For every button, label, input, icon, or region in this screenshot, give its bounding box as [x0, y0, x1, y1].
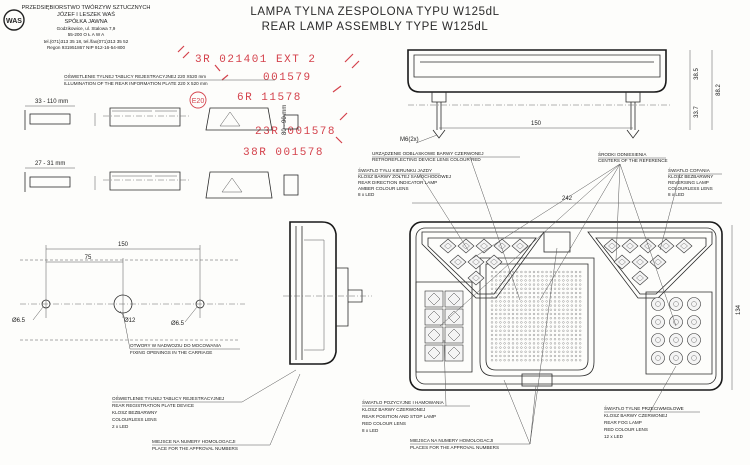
- svg-text:ŚWIATŁO TYLNE PRZECIWMGŁOWE: ŚWIATŁO TYLNE PRZECIWMGŁOWE: [604, 404, 684, 411]
- fog-lamp: [645, 291, 713, 375]
- svg-text:Ø6.5: Ø6.5: [12, 318, 26, 324]
- plate-illumination-views: OŚWIETLENIE TYLNEJ TABLICY REJESTRACYJNE…: [24, 72, 299, 199]
- svg-text:OŚWIETLENIE TYLNEJ TABLICY REJ: OŚWIETLENIE TYLNEJ TABLICY REJESTRACYJNE…: [64, 72, 206, 79]
- svg-text:12 x LED: 12 x LED: [604, 434, 624, 439]
- svg-text:134: 134: [736, 304, 742, 315]
- svg-text:88.2: 88.2: [716, 84, 722, 96]
- mounting-holes-view: 150 75 Ø6.5 Ø12 Ø6.5 OTWORY W NADWOZIU D…: [12, 242, 245, 355]
- svg-text:33.7: 33.7: [694, 106, 700, 118]
- svg-text:150: 150: [531, 121, 542, 127]
- svg-text:8 x LED: 8 x LED: [668, 192, 685, 197]
- svg-text:RED COLOUR LENS: RED COLOUR LENS: [604, 427, 648, 432]
- svg-text:Godzikowice, ul. Stalowa 7,9: Godzikowice, ul. Stalowa 7,9: [57, 26, 116, 31]
- svg-text:REAR FOG LAMP: REAR FOG LAMP: [604, 420, 642, 425]
- svg-text:PLACE FOR THE APPROVAL NUMBERS: PLACE FOR THE APPROVAL NUMBERS: [152, 446, 238, 451]
- svg-text:PLACES FOR THE APPROVAL NUMBER: PLACES FOR THE APPROVAL NUMBERS: [410, 445, 499, 450]
- svg-text:RED COLOUR LENS: RED COLOUR LENS: [362, 421, 406, 426]
- svg-text:8 x LED: 8 x LED: [362, 428, 379, 433]
- reflector-pattern: [490, 270, 582, 362]
- svg-text:REAR POSITION AND STOP LAMP: REAR POSITION AND STOP LAMP: [362, 414, 436, 419]
- svg-text:80 - 90 mm: 80 - 90 mm: [282, 105, 288, 135]
- svg-text:8 x LED: 8 x LED: [358, 192, 375, 197]
- svg-text:2 x LED: 2 x LED: [112, 424, 129, 429]
- top-view: 150 M6(2x) 38.5 88.2 33.7: [400, 49, 722, 144]
- reversing-lamp: [587, 231, 713, 299]
- svg-text:URZĄDZENIE ODBLASKOWE BARWY CZ: URZĄDZENIE ODBLASKOWE BARWY CZERWONEJ: [372, 151, 484, 156]
- svg-text:242: 242: [562, 196, 573, 202]
- company-info: PRZEDSIĘBIORSTWO TWÓRZYW SZTUCZNYCH JÓZE…: [22, 4, 151, 50]
- svg-text:COLOURLESS LENS: COLOURLESS LENS: [112, 417, 157, 422]
- svg-text:Ø12: Ø12: [124, 318, 136, 324]
- svg-text:SPÓŁKA JAWNA: SPÓŁKA JAWNA: [64, 18, 107, 25]
- svg-text:38.5: 38.5: [694, 68, 700, 80]
- svg-text:KLOSZ BARWY ŻÓŁTEJ SAMOCHODOWE: KLOSZ BARWY ŻÓŁTEJ SAMOCHODOWEJ: [358, 173, 451, 179]
- svg-text:23R 001578: 23R 001578: [255, 126, 336, 138]
- svg-text:RETROREFLECTING DEVICE LENS CO: RETROREFLECTING DEVICE LENS COLOUR RED: [372, 157, 481, 162]
- svg-text:OŚWIETLENIE TYLNEJ TABLICY REJ: OŚWIETLENIE TYLNEJ TABLICY REJESTRACYJNE…: [112, 394, 224, 401]
- svg-text:KLOSZ BARWY CZERWONEJ: KLOSZ BARWY CZERWONEJ: [604, 413, 667, 418]
- svg-text:150: 150: [118, 242, 129, 248]
- svg-text:ŚWIATŁO COFANIA: ŚWIATŁO COFANIA: [668, 166, 711, 173]
- svg-text:KLOSZ BARWY CZERWONEJ: KLOSZ BARWY CZERWONEJ: [362, 407, 425, 412]
- svg-text:AMBER COLOUR LENS: AMBER COLOUR LENS: [358, 186, 409, 191]
- title-english: REAR LAMP ASSEMBLY TYPE W125dL: [262, 21, 489, 33]
- svg-text:3R 021401 EXT 2: 3R 021401 EXT 2: [195, 54, 317, 66]
- svg-text:KLOSZ BEZBARWNY: KLOSZ BEZBARWNY: [668, 174, 713, 179]
- svg-text:ILLUMINATION OF THE REAR INFOR: ILLUMINATION OF THE REAR INFORMATION PLA…: [64, 81, 208, 86]
- svg-text:WAS: WAS: [6, 18, 22, 25]
- svg-text:PRZEDSIĘBIORSTWO TWÓRZYW SZTUC: PRZEDSIĘBIORSTWO TWÓRZYW SZTUCZNYCH: [22, 4, 151, 11]
- svg-text:FIXING OPENINGS IN THE CARRIAG: FIXING OPENINGS IN THE CARRIAGE: [130, 350, 212, 355]
- svg-text:38R 001578: 38R 001578: [243, 147, 324, 159]
- svg-text:KLOSZ BEZBARWNY: KLOSZ BEZBARWNY: [112, 410, 157, 415]
- svg-text:REAR REGISTRATION PLATE DEVICE: REAR REGISTRATION PLATE DEVICE: [112, 403, 194, 408]
- svg-text:6R 11578: 6R 11578: [237, 92, 302, 104]
- front-view-lamp: 242 134: [409, 196, 742, 391]
- svg-text:001579: 001579: [263, 72, 312, 84]
- stop-position-lamp: [415, 281, 473, 373]
- svg-text:OTWORY W NADWOZIU DO MOCOWANIA: OTWORY W NADWOZIU DO MOCOWANIA: [130, 343, 222, 348]
- svg-text:ŚWIATŁO TYŁU KIERUNKU JAZDY: ŚWIATŁO TYŁU KIERUNKU JAZDY: [358, 166, 432, 173]
- svg-text:75: 75: [85, 255, 92, 261]
- company-logo: WAS: [3, 9, 25, 31]
- svg-text:ŚWIATŁO POZYCYJNE I HAMOWANIA: ŚWIATŁO POZYCYJNE I HAMOWANIA: [362, 398, 445, 405]
- svg-text:JÓZEF I LESZEK WAŚ: JÓZEF I LESZEK WAŚ: [57, 10, 115, 18]
- svg-text:27 - 31 mm: 27 - 31 mm: [35, 161, 65, 167]
- reflector-red: [479, 231, 595, 387]
- svg-text:COLOURLESS LENS: COLOURLESS LENS: [668, 186, 713, 191]
- svg-text:tel.(071)313 35 18, tel./fax(0: tel.(071)313 35 18, tel./fax(071)313 35 …: [44, 39, 129, 44]
- svg-text:E20: E20: [192, 98, 205, 105]
- svg-text:CENTERS OF THE REFERENCE: CENTERS OF THE REFERENCE: [598, 158, 668, 163]
- svg-text:Regon 931951867 NIP 912-16-54-: Regon 931951867 NIP 912-16-54-800: [47, 45, 126, 50]
- svg-text:REAR DIRECTION INDICATOR LAMP: REAR DIRECTION INDICATOR LAMP: [358, 180, 437, 185]
- svg-text:M6(2x): M6(2x): [400, 137, 419, 143]
- svg-text:MIEJSCA NA NUMERY HOMOLOGACJI: MIEJSCA NA NUMERY HOMOLOGACJI: [410, 438, 493, 443]
- approval-stamp: 3R 021401 EXT 2 001579 6R 11578 23R 0015…: [177, 45, 360, 159]
- front-view-labels: URZĄDZENIE ODBLASKOWE BARWY CZERWONEJ RE…: [112, 150, 722, 451]
- svg-text:REVERSING LAMP: REVERSING LAMP: [668, 180, 709, 185]
- svg-text:33 - 110 mm: 33 - 110 mm: [35, 99, 68, 105]
- indicator-amber: [421, 231, 545, 299]
- title-polish: LAMPA TYLNA ZESPOLONA TYPU W125dL: [250, 6, 499, 18]
- svg-text:Ø6.5: Ø6.5: [171, 321, 185, 327]
- side-view: [283, 221, 372, 365]
- svg-text:55-200 O Ł A W A: 55-200 O Ł A W A: [68, 32, 105, 37]
- svg-text:MIEJSCE NA NUMERY HOMOLOGACJI: MIEJSCE NA NUMERY HOMOLOGACJI: [152, 439, 236, 444]
- svg-text:ŚRODKI ODNIESIENIA: ŚRODKI ODNIESIENIA: [598, 150, 647, 157]
